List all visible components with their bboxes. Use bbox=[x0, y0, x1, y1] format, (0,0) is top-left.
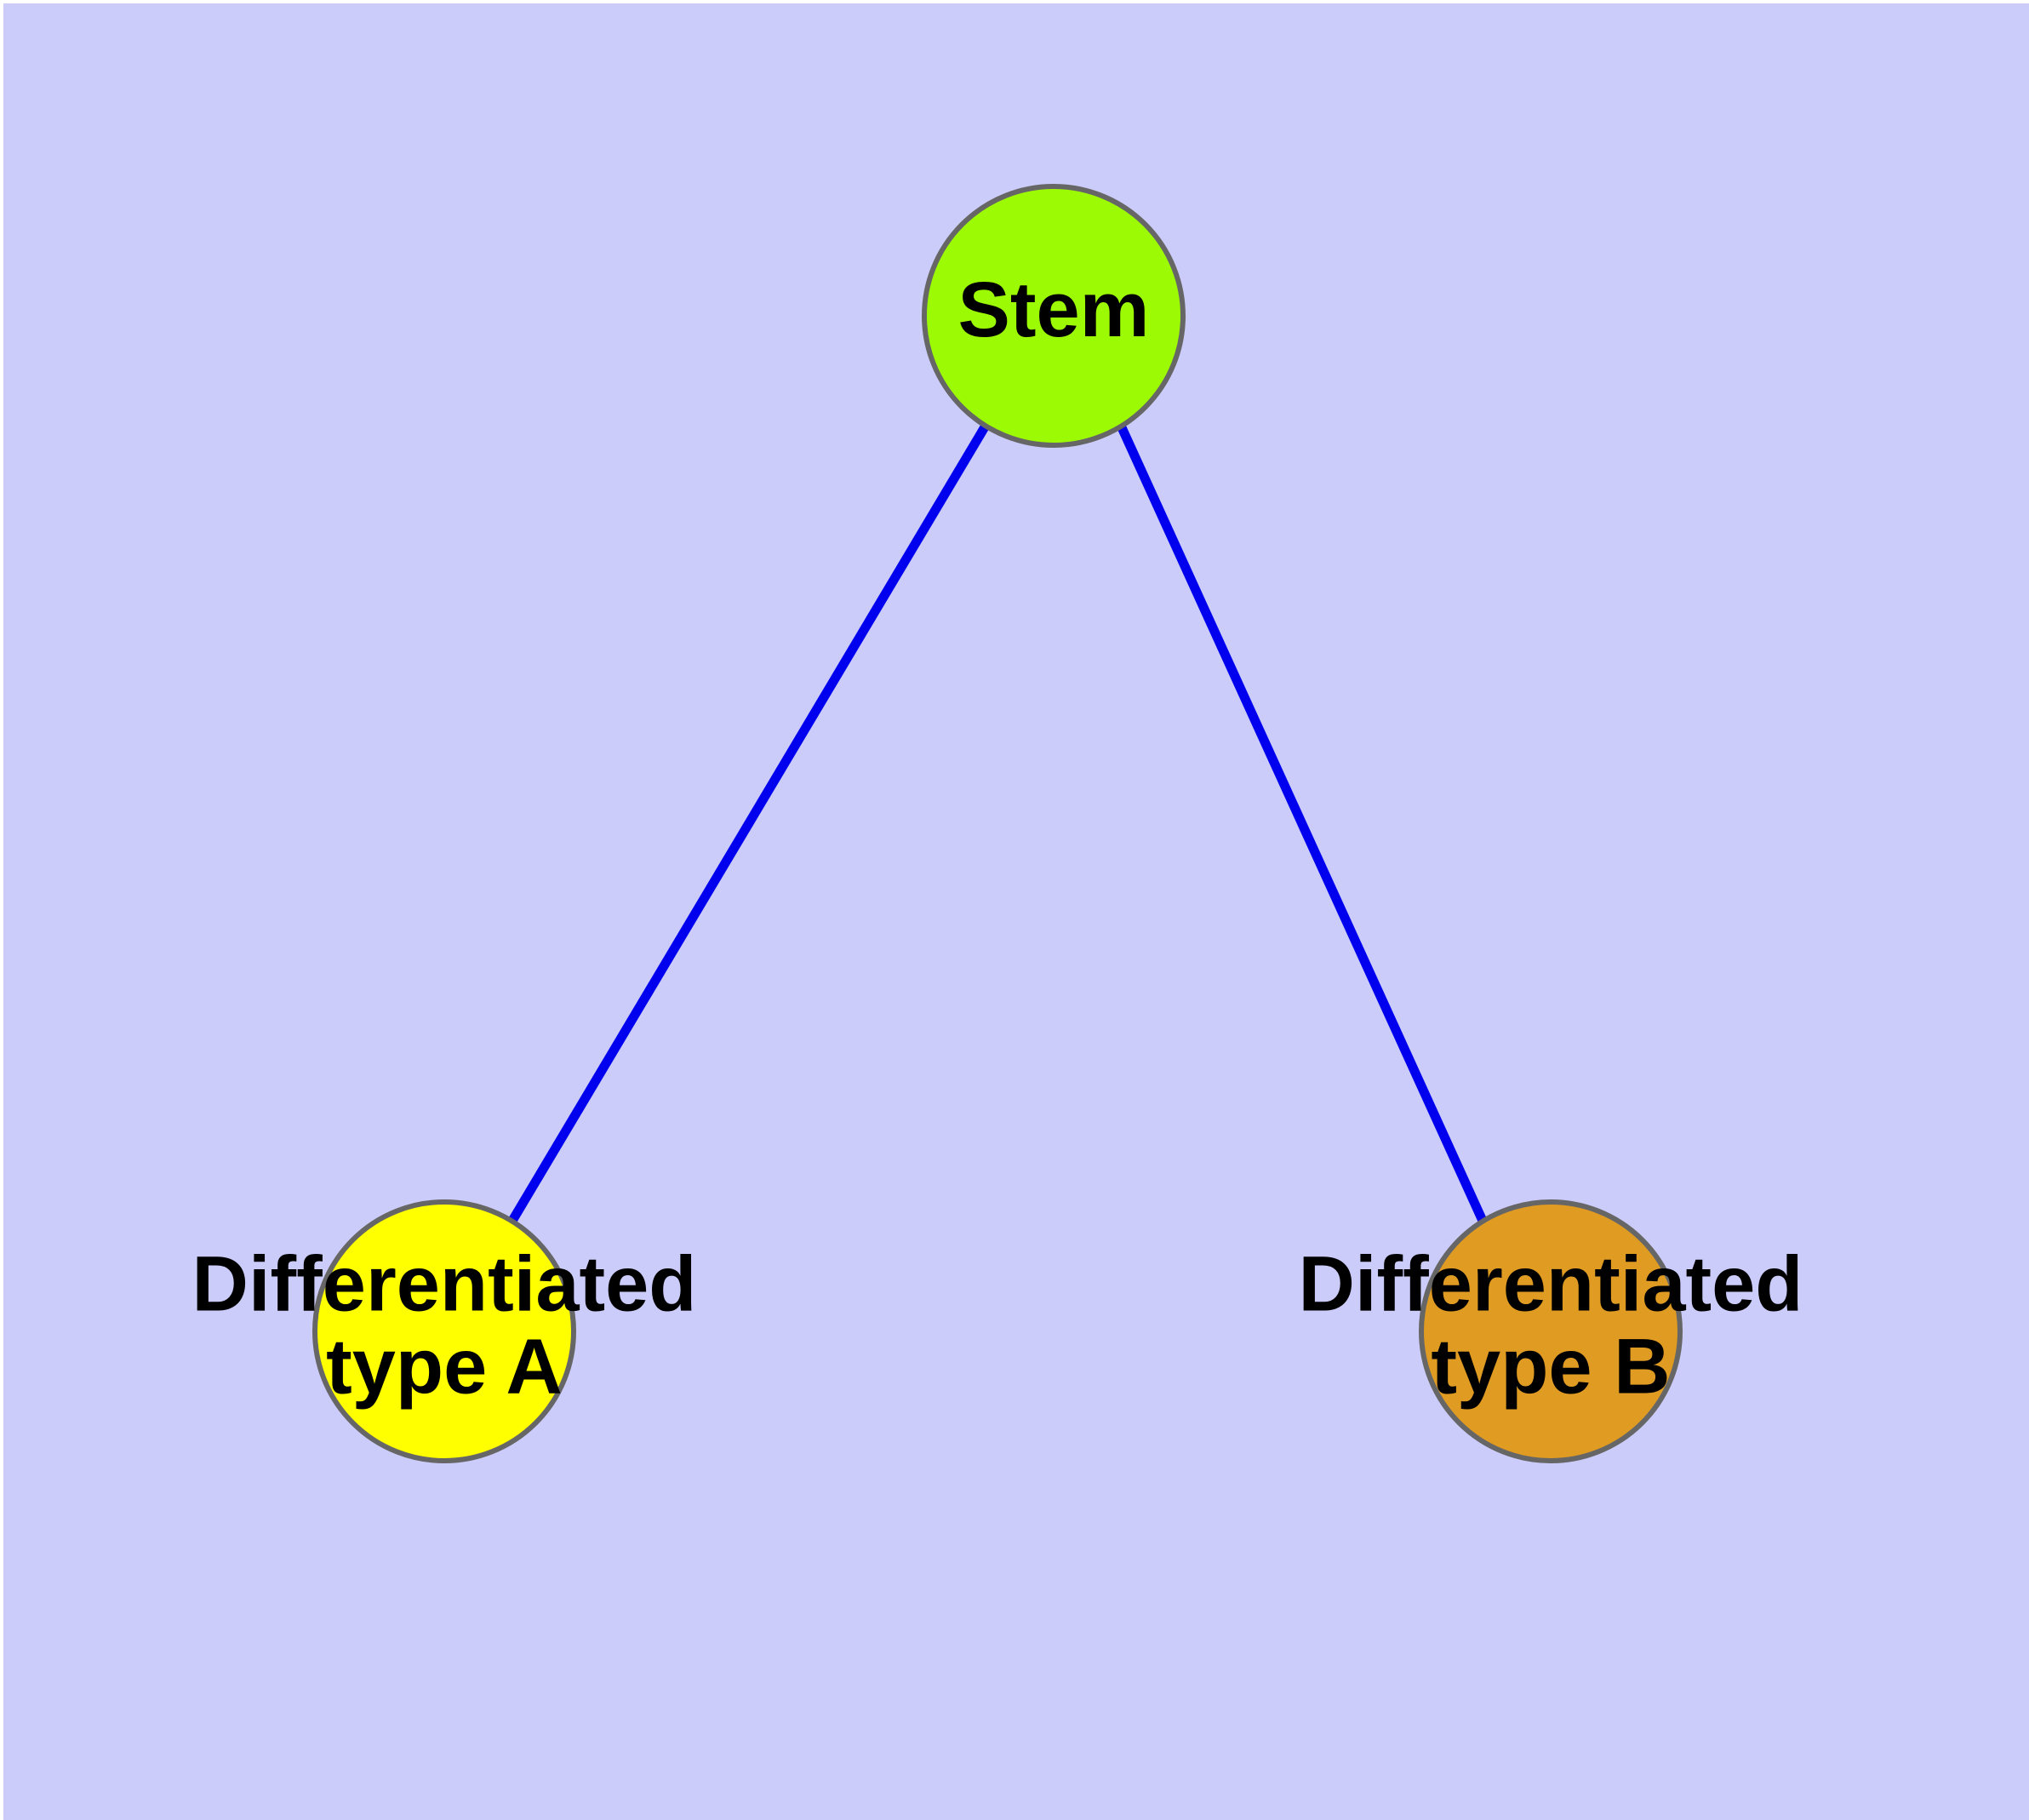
node-circle-diff-b[interactable] bbox=[1419, 1199, 1683, 1463]
graph-node-stem[interactable] bbox=[922, 184, 1186, 448]
node-label-line: Differentiated bbox=[1299, 1241, 1803, 1328]
graph-node-diff-b[interactable] bbox=[1419, 1199, 1683, 1463]
graph-node-diff-a[interactable] bbox=[312, 1199, 576, 1463]
node-label-line: type B bbox=[1431, 1324, 1670, 1411]
node-label-line: type A bbox=[326, 1324, 563, 1411]
node-circle-diff-a[interactable] bbox=[312, 1199, 576, 1463]
node-label-line: Differentiated bbox=[192, 1241, 697, 1328]
node-circle-stem[interactable] bbox=[922, 184, 1186, 448]
node-label-line: Stem bbox=[958, 266, 1150, 353]
node-label-stem: Stem bbox=[958, 266, 1150, 353]
graph-edge-stem-to-diff-b[interactable] bbox=[1116, 423, 1488, 1223]
graph-edge-stem-to-diff-a[interactable] bbox=[508, 423, 990, 1223]
edges-layer bbox=[508, 423, 1488, 1223]
